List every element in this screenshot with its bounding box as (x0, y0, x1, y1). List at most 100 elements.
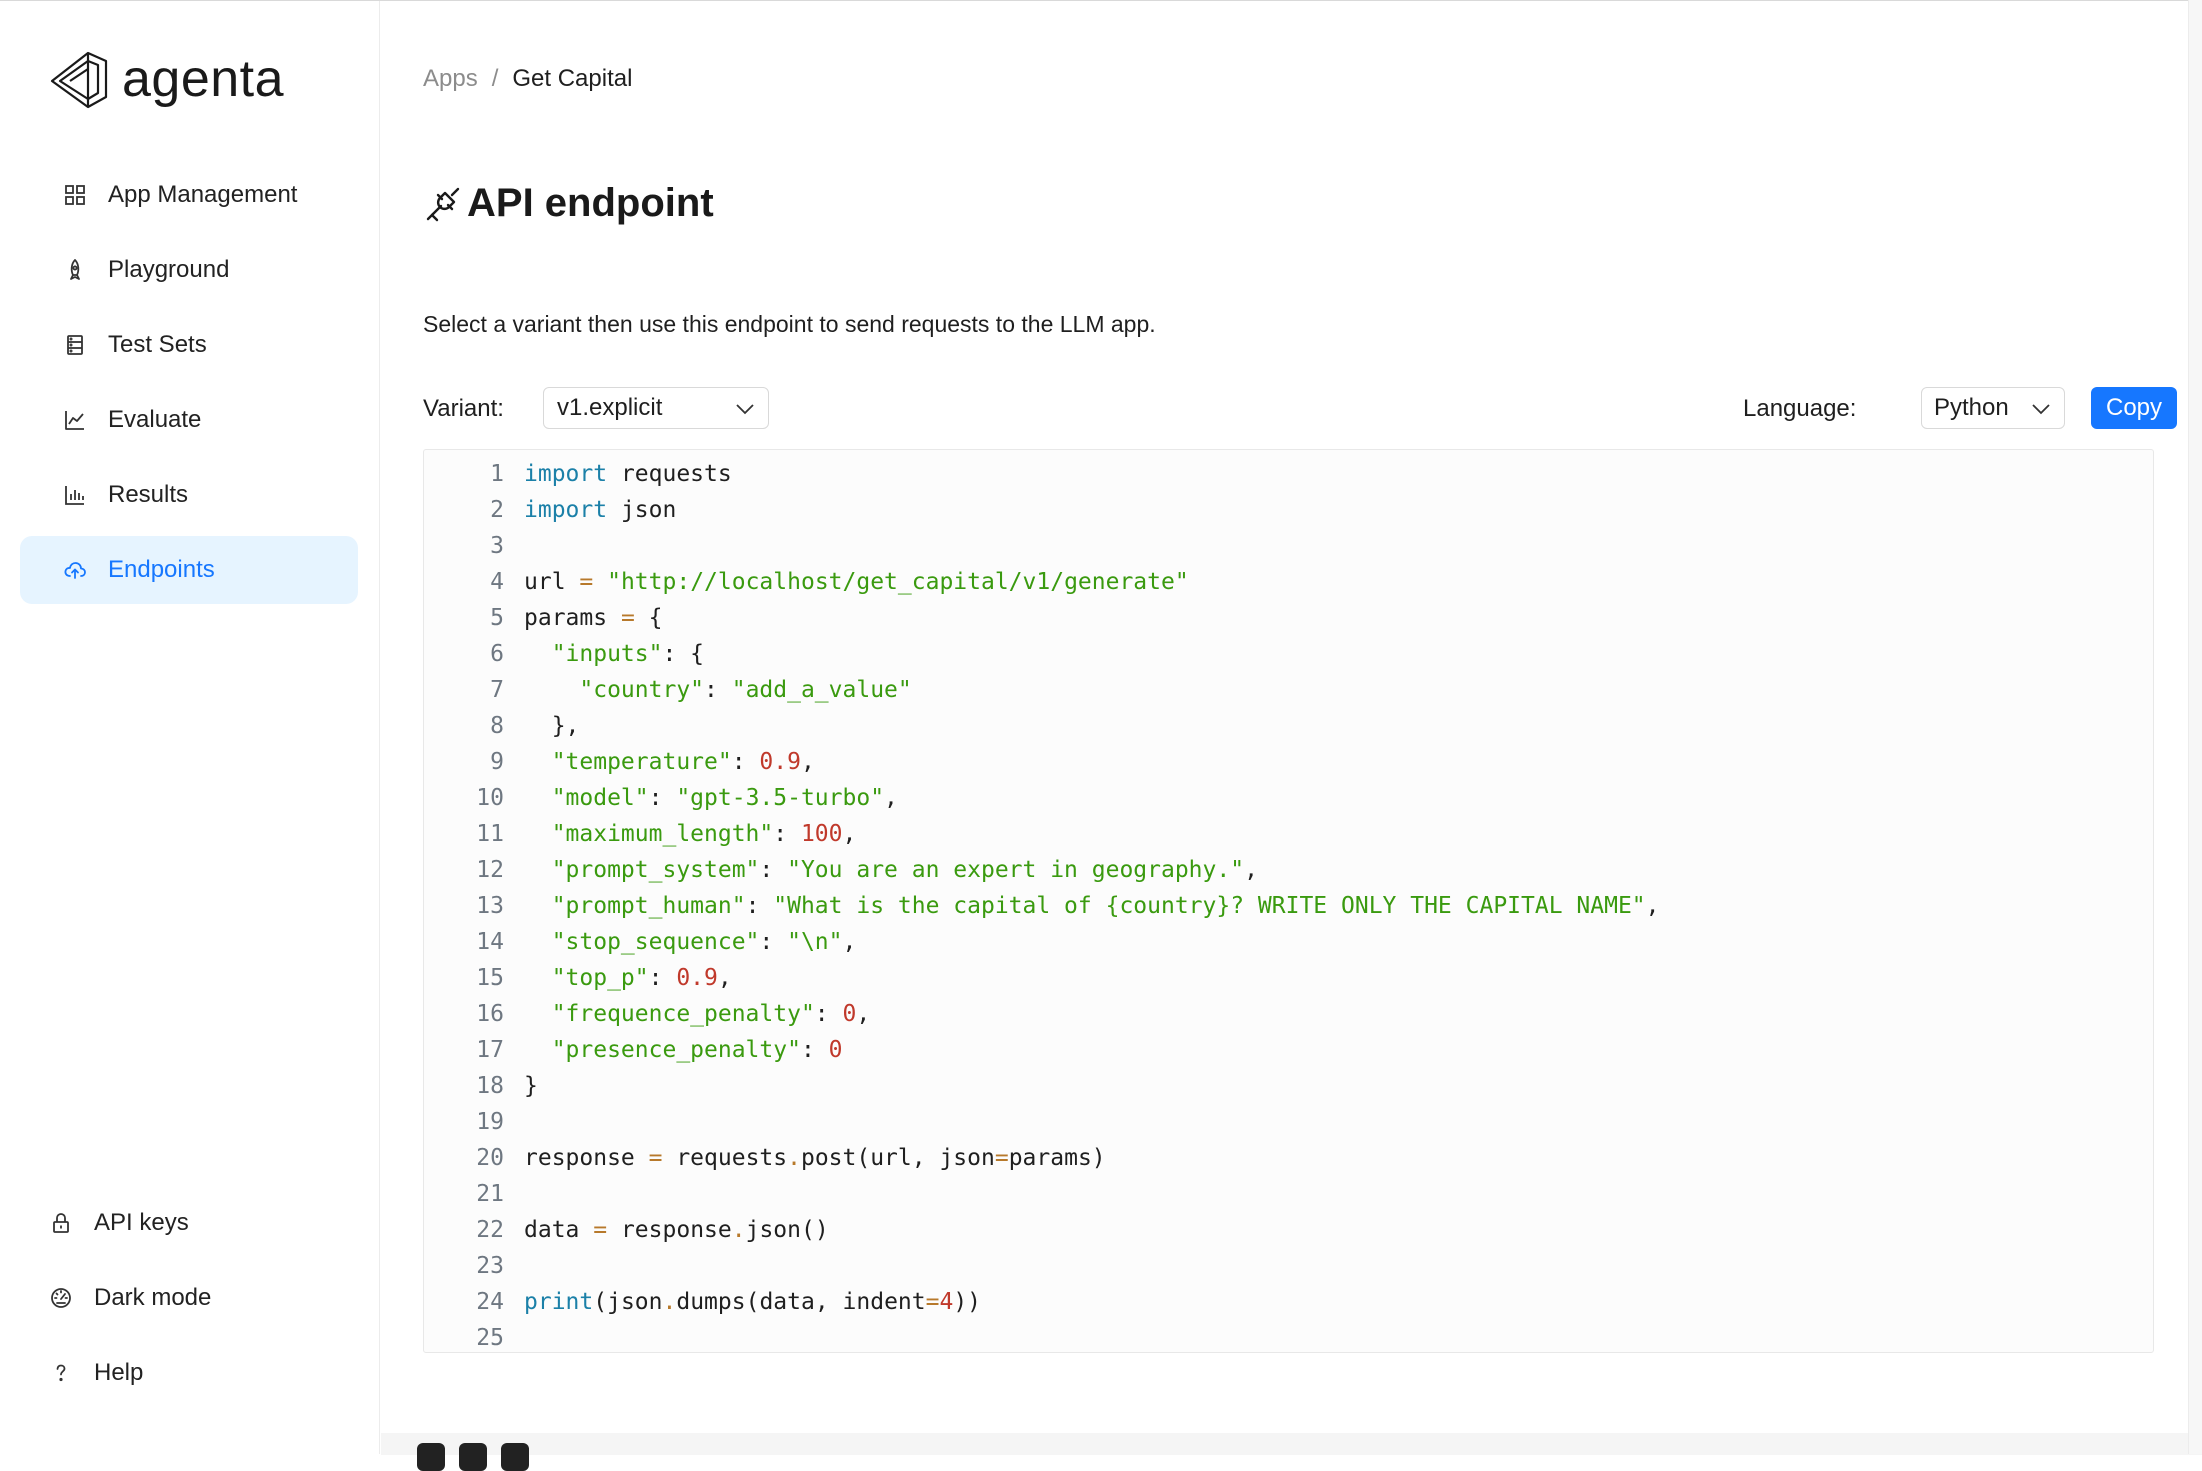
code-text: "presence_penalty": 0 (524, 1032, 843, 1068)
code-line: 10 "model": "gpt-3.5-turbo", (424, 780, 1660, 816)
code-token: "prompt_system" (524, 857, 760, 883)
copy-button[interactable]: Copy (2091, 387, 2177, 429)
window-top-border (0, 0, 2202, 1)
line-number: 21 (476, 1181, 504, 1207)
language-label: Language: (1743, 395, 1857, 422)
code-token: dumps(data, indent (676, 1289, 926, 1315)
code-token: "prompt_human" (524, 893, 746, 919)
line-number: 24 (476, 1289, 504, 1315)
logo[interactable]: agenta (48, 47, 284, 111)
code-line: 5 params = { (424, 600, 1660, 636)
code-token: 0 (828, 1037, 843, 1063)
page-title-text: API endpoint (467, 181, 714, 225)
line-number: 6 (490, 641, 504, 667)
language-select[interactable]: Python (1921, 387, 2065, 429)
sidebar-item-playground[interactable]: Playground (20, 236, 358, 304)
breadcrumb-apps-link[interactable]: Apps (423, 65, 478, 92)
code-token: "add_a_value" (731, 677, 912, 703)
line-number: 25 (476, 1325, 504, 1351)
line-number: 18 (476, 1073, 504, 1099)
code-text: "country": "add_a_value" (524, 672, 912, 708)
sidebar-item-test-sets[interactable]: Test Sets (20, 311, 358, 379)
code-token: : (759, 857, 788, 883)
line-number: 9 (490, 749, 504, 775)
code-token: "country" (524, 677, 705, 703)
sidebar-item-help[interactable]: Help (20, 1339, 358, 1407)
code-token: = (593, 1217, 608, 1243)
code-token: )) (953, 1289, 982, 1315)
footer-social-icons (417, 1443, 529, 1471)
code-token: json() (745, 1217, 829, 1243)
code-token: "You are an expert in geography." (787, 857, 1245, 883)
code-token: . (662, 1289, 677, 1315)
code-text: url = "http://localhost/get_capital/v1/g… (524, 564, 1189, 600)
code-token: "inputs" (524, 641, 663, 667)
code-line: 13 "prompt_human": "What is the capital … (424, 888, 1659, 924)
line-number: 11 (476, 821, 504, 847)
code-text: "frequence_penalty": 0, (524, 996, 871, 1032)
variant-select[interactable]: v1.explicit (543, 387, 769, 429)
line-number: 1 (490, 461, 504, 487)
sidebar-bottom-nav: API keys Dark mode Help (20, 1189, 358, 1414)
code-token: . (731, 1217, 746, 1243)
page-description: Select a variant then use this endpoint … (423, 311, 1156, 337)
code-token: import (524, 461, 608, 487)
code-line: 19 (424, 1104, 1660, 1140)
code-line: 21 (424, 1176, 1660, 1212)
line-number: 2 (490, 497, 504, 523)
line-chart-icon (62, 407, 88, 433)
sidebar-item-endpoints[interactable]: Endpoints (20, 536, 358, 604)
code-token: params (524, 605, 621, 631)
code-token: response (607, 1217, 732, 1243)
sidebar-item-api-keys[interactable]: API keys (20, 1189, 358, 1257)
code-line: 3 (424, 528, 1660, 564)
code-token: : { (662, 641, 705, 667)
code-text: "stop_sequence": "\n", (524, 924, 857, 960)
sidebar-item-evaluate[interactable]: Evaluate (20, 386, 358, 454)
chevron-down-icon (2032, 404, 2050, 415)
sidebar-item-results[interactable]: Results (20, 461, 358, 529)
code-token: "temperature" (524, 749, 732, 775)
code-token: { (634, 605, 663, 631)
line-number: 5 (490, 605, 504, 631)
code-token: = (620, 605, 635, 631)
page-scrollbar[interactable] (2188, 0, 2202, 1454)
sidebar-item-label: Evaluate (108, 406, 202, 433)
twitter-icon[interactable] (501, 1443, 529, 1471)
line-number: 14 (476, 929, 504, 955)
sidebar-item-label: Dark mode (94, 1284, 212, 1311)
code-line: 16 "frequence_penalty": 0, (424, 996, 1660, 1032)
code-token: print (524, 1289, 594, 1315)
linkedin-icon[interactable] (459, 1443, 487, 1471)
code-token: , (842, 821, 857, 847)
code-token: "top_p" (524, 965, 649, 991)
code-line: 23 (424, 1248, 1660, 1284)
code-text: "temperature": 0.9, (524, 744, 815, 780)
github-icon[interactable] (417, 1443, 445, 1471)
language-select-value: Python (1934, 394, 2009, 421)
code-token: , (884, 785, 898, 811)
code-token: "presence_penalty" (524, 1037, 801, 1063)
code-token: }, (524, 713, 580, 739)
sidebar-item-dark-mode[interactable]: Dark mode (20, 1264, 358, 1332)
main-content: Apps / Get Capital API endpoint Select a… (381, 1, 2202, 1471)
code-token: json (607, 497, 677, 523)
line-number: 13 (476, 893, 504, 919)
question-icon (48, 1360, 74, 1386)
code-token (593, 569, 607, 595)
code-token: 4 (939, 1289, 954, 1315)
line-number: 4 (490, 569, 504, 595)
code-token: } (524, 1073, 538, 1099)
code-line: 8 }, (424, 708, 1660, 744)
code-line: 7 "country": "add_a_value" (424, 672, 1660, 708)
code-line: 14 "stop_sequence": "\n", (424, 924, 1660, 960)
code-token: = (648, 1145, 663, 1171)
code-token: , (856, 1001, 871, 1027)
sidebar-item-app-management[interactable]: App Management (20, 161, 358, 229)
sidebar-item-label: Results (108, 481, 189, 508)
code-token: 100 (800, 821, 843, 847)
